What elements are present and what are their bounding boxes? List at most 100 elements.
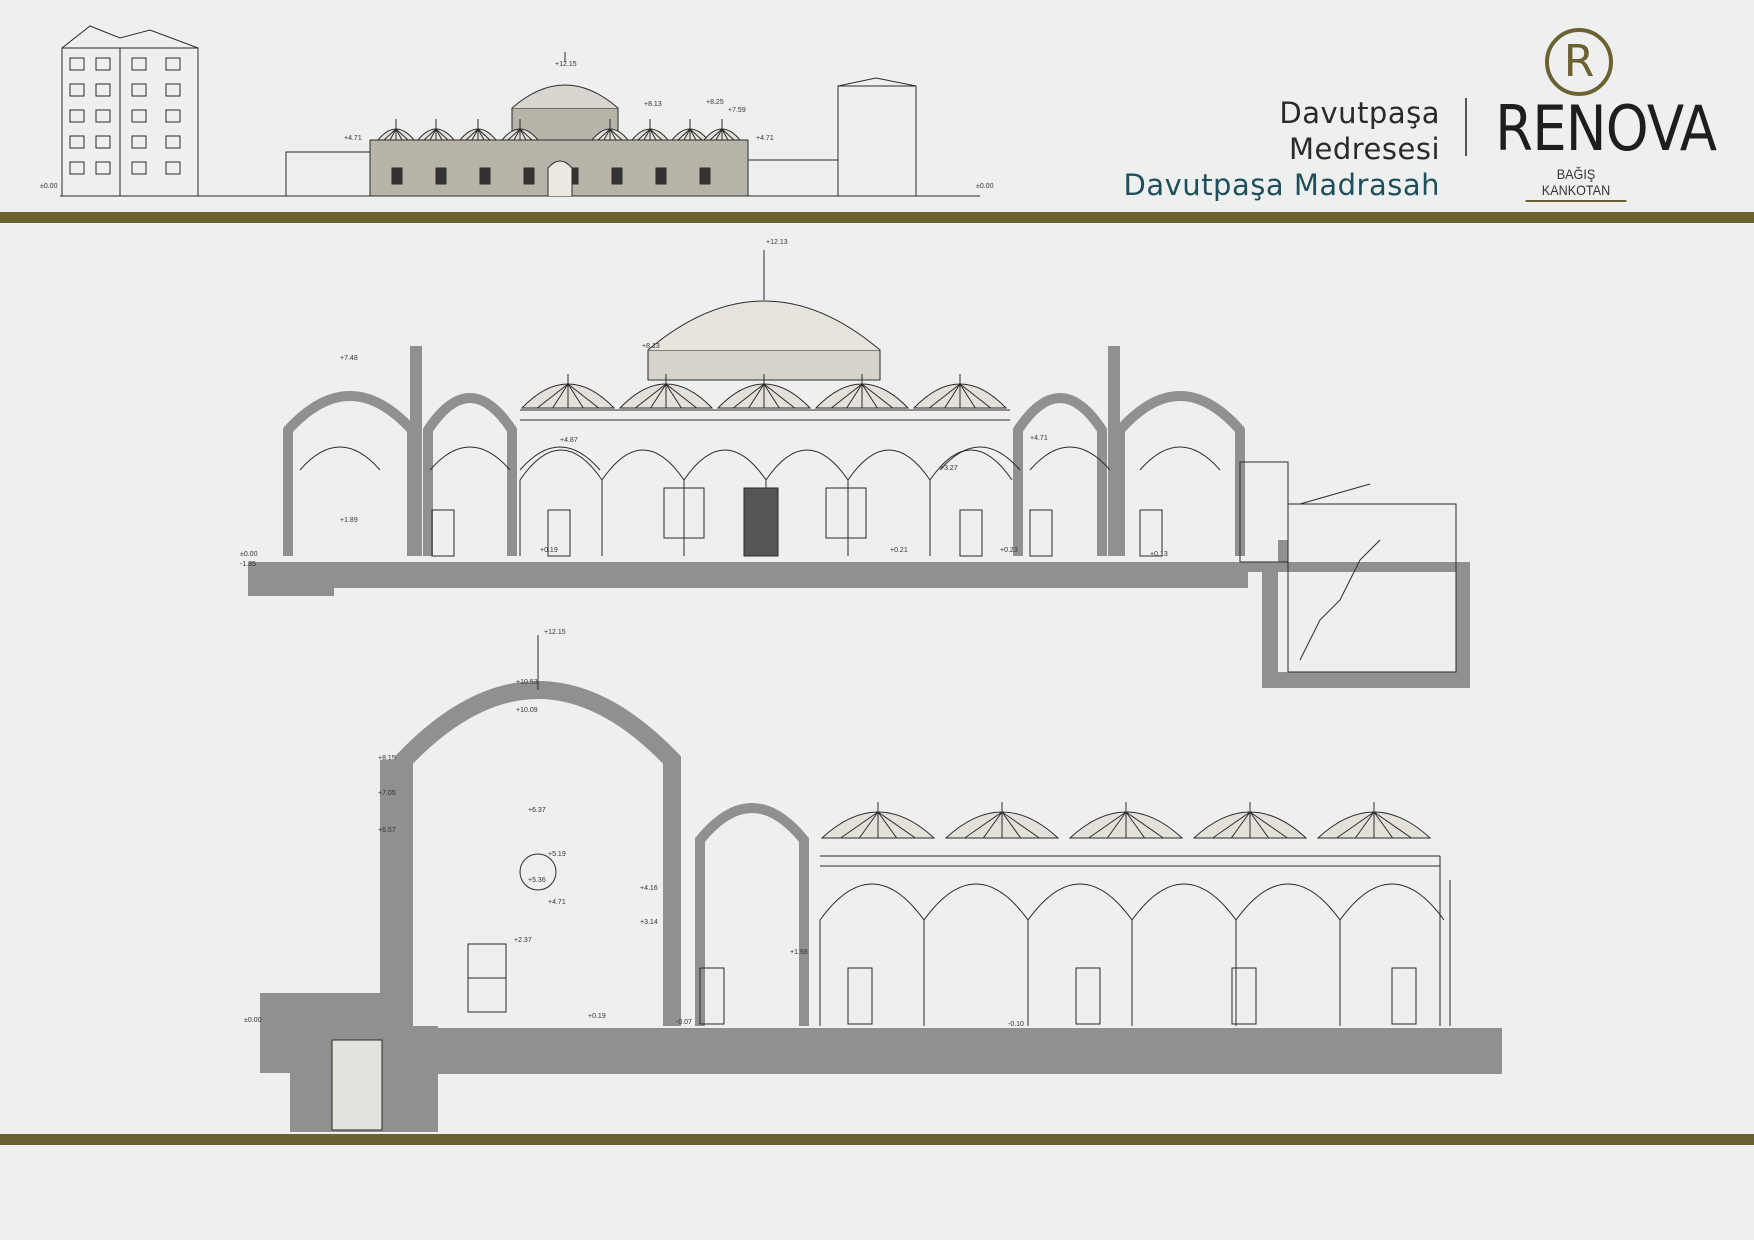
dome bbox=[1068, 811, 1184, 839]
right-boundary-wall bbox=[747, 159, 839, 197]
level-label: +4.71 bbox=[1030, 435, 1048, 442]
logo-emblem: R bbox=[1545, 28, 1613, 96]
window bbox=[95, 57, 111, 71]
level-label: +0.13 bbox=[1150, 551, 1168, 558]
level-label: +0.19 bbox=[588, 1013, 606, 1020]
level-label: +12.13 bbox=[766, 239, 788, 246]
dome bbox=[1316, 811, 1432, 839]
bottom-divider-band bbox=[0, 1134, 1754, 1145]
portico-arch bbox=[819, 883, 925, 921]
portico-arch bbox=[929, 449, 1013, 481]
window bbox=[95, 135, 111, 149]
level-label: +8.25 bbox=[706, 99, 724, 106]
window bbox=[479, 167, 491, 185]
dome bbox=[912, 383, 1008, 409]
cell-door bbox=[847, 967, 873, 1025]
window bbox=[131, 109, 147, 123]
dome bbox=[702, 128, 742, 141]
dome bbox=[500, 128, 540, 141]
level-label: ±0.00 bbox=[240, 551, 258, 558]
window bbox=[165, 161, 181, 175]
level-label: +0.23 bbox=[1000, 547, 1018, 554]
portico-arch bbox=[1235, 883, 1341, 921]
window bbox=[69, 57, 85, 71]
window bbox=[523, 167, 535, 185]
portico-arch bbox=[765, 449, 849, 481]
logo-subtitle: BAĞIŞ KANKOTAN bbox=[1525, 166, 1627, 202]
inner-arch bbox=[939, 446, 1021, 471]
level-label: ±0.00 bbox=[244, 1017, 262, 1024]
level-label: +8.13 bbox=[642, 343, 660, 350]
window bbox=[435, 167, 447, 185]
portico-arch bbox=[1339, 883, 1445, 921]
window bbox=[567, 167, 579, 185]
level-label: +2.37 bbox=[514, 937, 532, 944]
level-label: +3.14 bbox=[640, 919, 658, 926]
level-label: +7.05 bbox=[378, 790, 396, 797]
dome bbox=[944, 811, 1060, 839]
cell-door bbox=[1029, 509, 1053, 557]
level-label: +10.53 bbox=[516, 679, 538, 686]
window bbox=[165, 135, 181, 149]
dome bbox=[416, 128, 456, 141]
window bbox=[69, 161, 85, 175]
level-label: +6.37 bbox=[528, 807, 546, 814]
left-apartment-building bbox=[61, 25, 199, 197]
window bbox=[69, 135, 85, 149]
boundary-wall bbox=[285, 151, 371, 197]
dome bbox=[458, 128, 498, 141]
dome bbox=[820, 811, 936, 839]
dome bbox=[630, 128, 670, 141]
dome bbox=[520, 383, 616, 409]
inner-arch bbox=[429, 446, 511, 471]
window bbox=[699, 167, 711, 185]
project-title-en: Davutpaşa Madrasah bbox=[1123, 168, 1440, 202]
window bbox=[131, 57, 147, 71]
level-label: +12.15 bbox=[544, 629, 566, 636]
section-a-structure bbox=[283, 250, 1457, 673]
top-divider-band bbox=[0, 212, 1754, 223]
window bbox=[95, 109, 111, 123]
cell-door bbox=[1231, 967, 1257, 1025]
level-label: -0.07 bbox=[676, 1019, 692, 1026]
cell-door bbox=[431, 509, 455, 557]
title-block: Davutpaşa Medresesi Davutpaşa Madrasah bbox=[1120, 95, 1440, 203]
portico-arch bbox=[601, 449, 685, 481]
level-label: +7.48 bbox=[340, 355, 358, 362]
window bbox=[95, 83, 111, 97]
window bbox=[391, 167, 403, 185]
window bbox=[131, 161, 147, 175]
level-label: -1.35 bbox=[240, 561, 256, 568]
logo-wordmark: RENOVA bbox=[1495, 92, 1717, 165]
level-label: +6.57 bbox=[378, 827, 396, 834]
madrasah-facade bbox=[369, 52, 749, 197]
cell-door bbox=[699, 967, 725, 1025]
window bbox=[69, 83, 85, 97]
inner-arch bbox=[1029, 446, 1111, 471]
portico-arch bbox=[683, 449, 767, 481]
section-b-ground-slab bbox=[380, 1028, 1502, 1074]
level-label: +3.27 bbox=[940, 465, 958, 472]
title-divider bbox=[1465, 98, 1467, 156]
portico-arch bbox=[519, 449, 603, 481]
inner-arch bbox=[299, 446, 381, 471]
foundation-rubble bbox=[331, 1039, 383, 1131]
window bbox=[655, 167, 667, 185]
dome bbox=[670, 128, 710, 141]
window bbox=[611, 167, 623, 185]
inner-arch bbox=[1139, 446, 1221, 471]
level-label: ±0.00 bbox=[40, 183, 58, 190]
dome bbox=[376, 128, 416, 141]
cell-door bbox=[959, 509, 983, 557]
level-label: +10.09 bbox=[516, 707, 538, 714]
level-label: +4.16 bbox=[640, 885, 658, 892]
portico-arch bbox=[1027, 883, 1133, 921]
project-title-tr: Davutpaşa Medresesi bbox=[1279, 96, 1440, 166]
window bbox=[131, 83, 147, 97]
dome bbox=[590, 128, 630, 141]
level-label: -0.10 bbox=[1008, 1021, 1024, 1028]
dome bbox=[716, 383, 812, 409]
